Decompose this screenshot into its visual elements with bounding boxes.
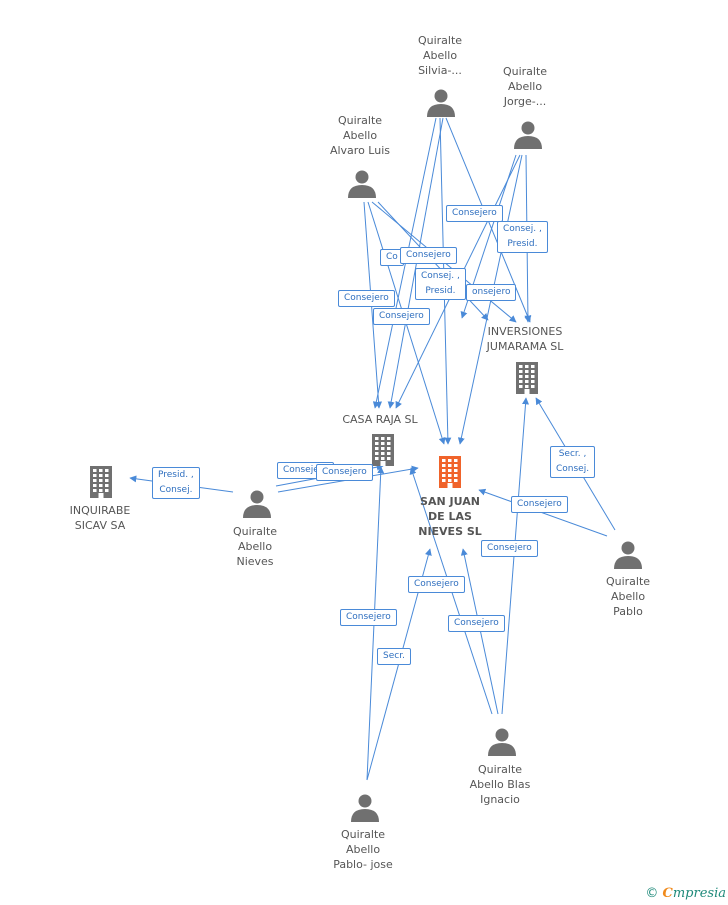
brand-name: mpresia xyxy=(672,886,726,901)
edge-label[interactable]: Consejero xyxy=(448,615,505,632)
person-icon-nieves[interactable] xyxy=(243,490,271,519)
person-icon-silvia[interactable] xyxy=(427,89,455,118)
node-label-inquirabe[interactable]: INQUIRABE SICAV SA xyxy=(69,504,131,532)
building-icon-casa-raja[interactable] xyxy=(372,434,394,466)
person-icon-alvaro[interactable] xyxy=(348,170,376,199)
node-label-san-juan[interactable]: SAN JUAN DE LAS NIEVES SL xyxy=(418,495,482,538)
edge-label[interactable]: Consejero xyxy=(408,576,465,593)
node-label-casa-raja[interactable]: CASA RAJA SL xyxy=(342,413,418,426)
node-label-pablo-jose[interactable]: Quiralte Abello Pablo- jose xyxy=(333,828,393,871)
edge-label[interactable]: Secr. , Consej. xyxy=(550,446,596,478)
building-icon-inquirabe[interactable] xyxy=(90,466,112,498)
node-icons xyxy=(90,89,642,823)
node-label-nieves[interactable]: Quiralte Abello Nieves xyxy=(232,525,278,568)
edge-label[interactable]: Consejero xyxy=(446,205,503,222)
edge-label[interactable]: Consejero xyxy=(340,609,397,626)
person-icon-pablo[interactable] xyxy=(614,541,642,570)
empresia-logo[interactable]: © Cmpresia xyxy=(645,886,726,901)
edge-label[interactable]: Consejero xyxy=(511,496,568,513)
edge-label[interactable]: onsejero xyxy=(466,284,517,301)
building-icon-inversiones[interactable] xyxy=(516,362,538,394)
person-icon-pablo-jose[interactable] xyxy=(351,794,379,823)
person-icon-blas[interactable] xyxy=(488,728,516,757)
edge-label[interactable]: Consej. , Presid. xyxy=(415,268,466,300)
edge-label[interactable]: Presid. , Consej. xyxy=(152,467,200,499)
edge-label[interactable]: Consej. , Presid. xyxy=(497,221,548,253)
edge-label[interactable]: Consejero xyxy=(373,308,430,325)
building-icon-san-juan[interactable] xyxy=(439,456,461,488)
node-label-inversiones[interactable]: INVERSIONES JUMARAMA SL xyxy=(486,325,564,353)
node-label-alvaro[interactable]: Quiralte Abello Alvaro Luis xyxy=(329,114,391,157)
edge-label[interactable]: Consejero xyxy=(481,540,538,557)
relationship-edge xyxy=(478,488,608,537)
node-label-silvia[interactable]: Quiralte Abello Silvia-... xyxy=(417,34,463,77)
edge-label[interactable]: Consejero xyxy=(316,464,373,481)
node-label-blas[interactable]: Quiralte Abello Blas Ignacio xyxy=(469,763,531,806)
node-label-jorge[interactable]: Quiralte Abello Jorge-... xyxy=(502,65,548,108)
copyright-icon: © xyxy=(645,886,659,901)
node-label-pablo[interactable]: Quiralte Abello Pablo xyxy=(605,575,651,618)
brand-initial: C xyxy=(662,886,673,901)
edge-label[interactable]: Consejero xyxy=(400,247,457,264)
edge-label[interactable]: Consejero xyxy=(338,290,395,307)
person-icon-jorge[interactable] xyxy=(514,121,542,150)
edge-label[interactable]: Secr. xyxy=(377,648,411,665)
